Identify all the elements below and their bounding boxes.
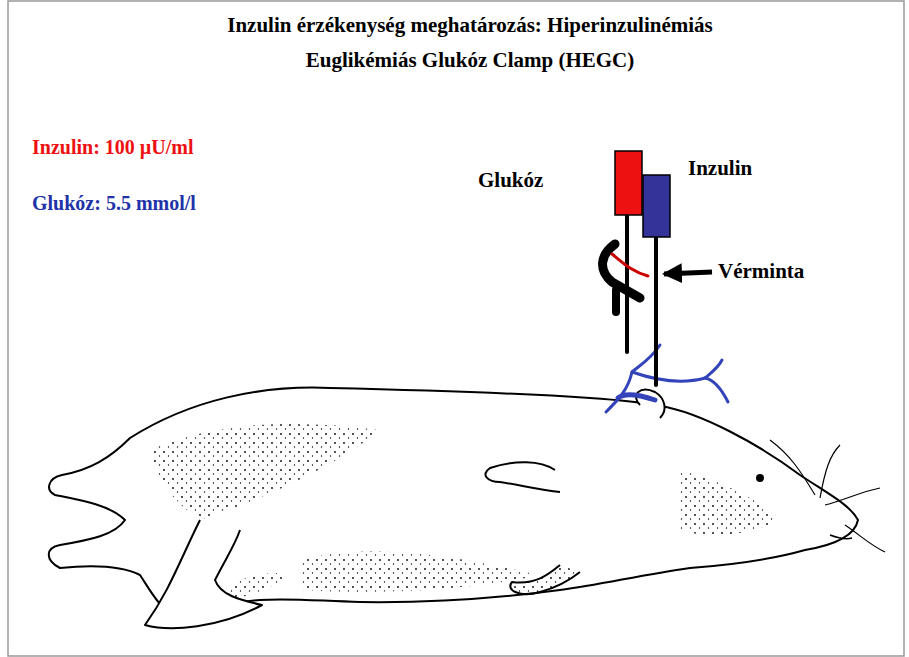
- insulin-line: [654, 237, 658, 385]
- vein-branch: [705, 360, 722, 378]
- vein-trunk: [618, 395, 655, 400]
- insulin-level: Inzulin: 100 µU/ml: [32, 135, 194, 159]
- rat-fore-leg: [510, 565, 580, 594]
- glucose-pump: [615, 151, 642, 215]
- rat-mouth: [830, 535, 852, 539]
- rat-hind-leg: [145, 520, 262, 628]
- insulin-label: Inzulin: [688, 156, 752, 181]
- rat-body-stipple: [150, 424, 780, 600]
- glucose-line: [625, 214, 629, 352]
- glucose-level: Glukóz: 5.5 mmol/l: [32, 191, 196, 215]
- blood-sample-tube: [612, 254, 648, 276]
- rat-eye: [757, 475, 763, 481]
- rat-drawing: [49, 388, 885, 628]
- frame: [8, 1, 904, 656]
- stopcock-port: [612, 290, 620, 312]
- blood-sample-label: Vérminta: [718, 259, 804, 284]
- glucose-label: Glukóz: [478, 168, 543, 193]
- catheters: [603, 214, 656, 385]
- jugular-vein: [606, 345, 728, 412]
- diagram-title: Inzulin érzékenység meghatározás: Hiperi…: [220, 8, 720, 78]
- rat-whiskers: [770, 440, 885, 552]
- rat-fore-leg: [485, 462, 560, 492]
- sample-leader-arrow: [664, 272, 712, 274]
- insulin-pump: [643, 175, 670, 237]
